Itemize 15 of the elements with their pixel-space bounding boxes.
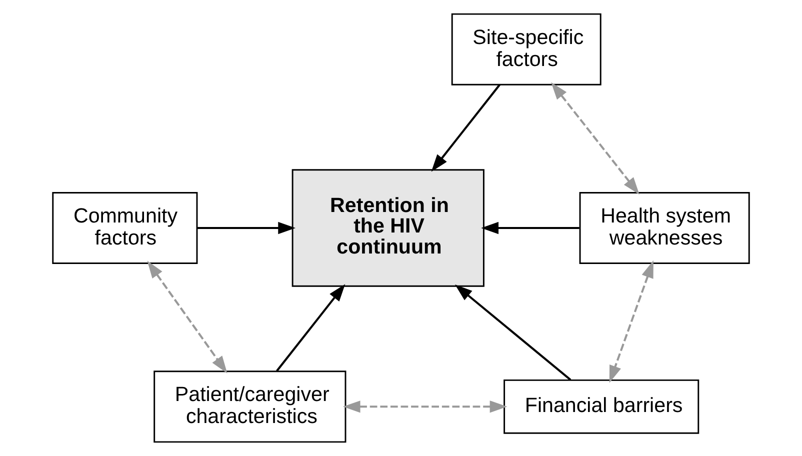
arrow — [481, 222, 580, 234]
arrow — [197, 222, 296, 234]
node-box: Health system weaknesses — [579, 192, 750, 264]
node-box: Financial barriers — [504, 379, 700, 434]
arrow — [431, 84, 501, 172]
arrow — [342, 400, 508, 413]
arrow — [609, 260, 654, 383]
node-box: Patient/caregiver characteristics — [154, 370, 346, 443]
node-box: Retention in the HIV continuum — [292, 169, 484, 287]
node-box: Community factors — [52, 192, 198, 264]
arrow — [147, 260, 228, 374]
arrow — [454, 284, 572, 381]
arrow — [551, 82, 640, 195]
node-box: Site-specific factors — [451, 13, 602, 86]
arrow — [276, 284, 346, 372]
